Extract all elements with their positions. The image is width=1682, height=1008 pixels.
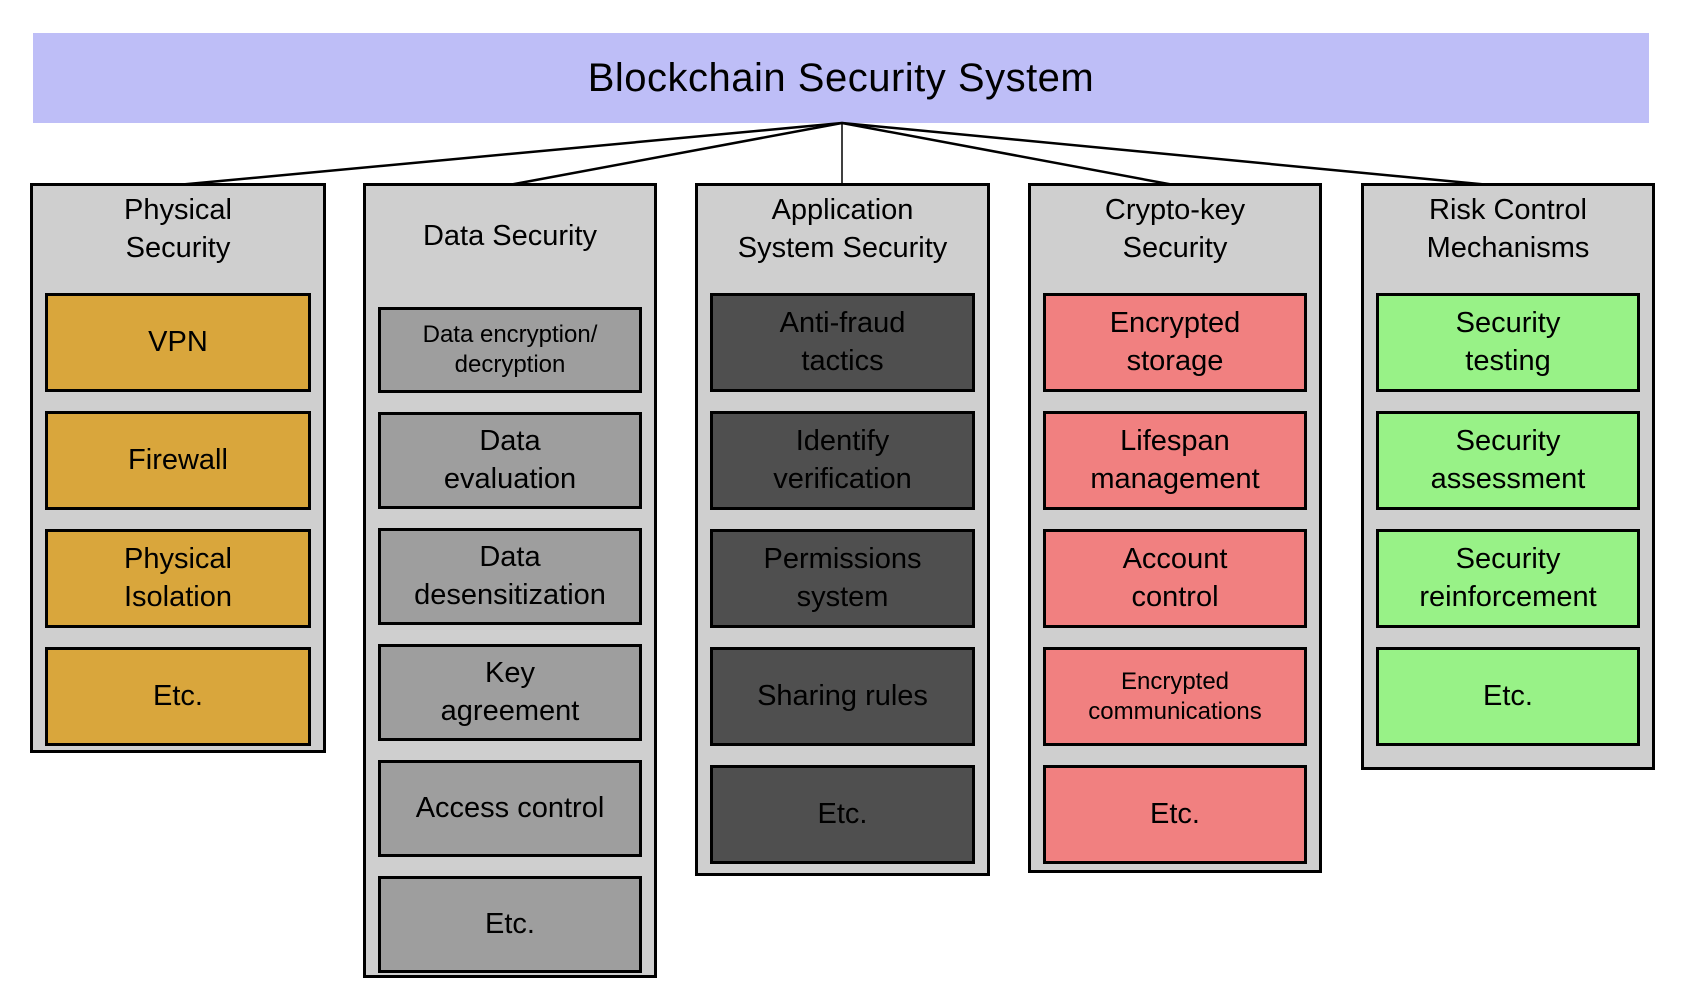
node-access-control: Access control [378,760,642,857]
node-risk-etc: Etc. [1376,647,1640,746]
node-physical-isolation: Physical Isolation [45,529,311,628]
connector-line-physical [176,121,843,187]
node-data-desensitization: Data desensitization [378,528,642,625]
node-encrypted-communications: Encrypted communications [1043,647,1307,746]
node-identify-verification: Identify verification [710,411,975,510]
node-encrypted-storage: Encrypted storage [1043,293,1307,392]
column-header-application-system-security: Application System Security [737,194,948,264]
node-data-encryption-decryption: Data encryption/ decryption [378,307,642,393]
node-data-evaluation: Data evaluation [378,412,642,509]
column-header-crypto-key-security: Crypto-key Security [1104,194,1246,264]
column-physical-security: Physical Security VPN Firewall Physical … [30,183,326,753]
node-application-etc: Etc. [710,765,975,864]
column-data-security: Data Security Data encryption/ decryptio… [363,183,657,978]
node-firewall: Firewall [45,411,311,510]
node-vpn: VPN [45,293,311,392]
node-security-reinforcement: Security reinforcement [1376,529,1640,628]
node-permissions-system: Permissions system [710,529,975,628]
node-physical-etc: Etc. [45,647,311,746]
column-application-system-security: Application System Security Anti-fraud t… [695,183,990,876]
node-security-assessment: Security assessment [1376,411,1640,510]
column-header-data-security: Data Security [422,220,598,253]
diagram-title: Blockchain Security System [587,55,1095,100]
node-anti-fraud-tactics: Anti-fraud tactics [710,293,975,392]
column-header-risk-control-mechanisms: Risk Control Mechanisms [1426,194,1590,264]
node-data-etc: Etc. [378,876,642,973]
node-key-agreement: Key agreement [378,644,642,741]
node-account-control: Account control [1043,529,1307,628]
connector-line-risk [841,121,1491,187]
column-header-physical-security: Physical Security [124,194,232,264]
connector-line-data [508,121,843,187]
node-security-testing: Security testing [1376,293,1640,392]
column-crypto-key-security: Crypto-key Security Encrypted storage Li… [1028,183,1322,873]
title-banner: Blockchain Security System [33,33,1649,123]
node-crypto-etc: Etc. [1043,765,1307,864]
node-sharing-rules: Sharing rules [710,647,975,746]
connector-line-crypto [841,121,1175,187]
node-lifespan-management: Lifespan management [1043,411,1307,510]
column-risk-control-mechanisms: Risk Control Mechanisms Security testing… [1361,183,1655,770]
